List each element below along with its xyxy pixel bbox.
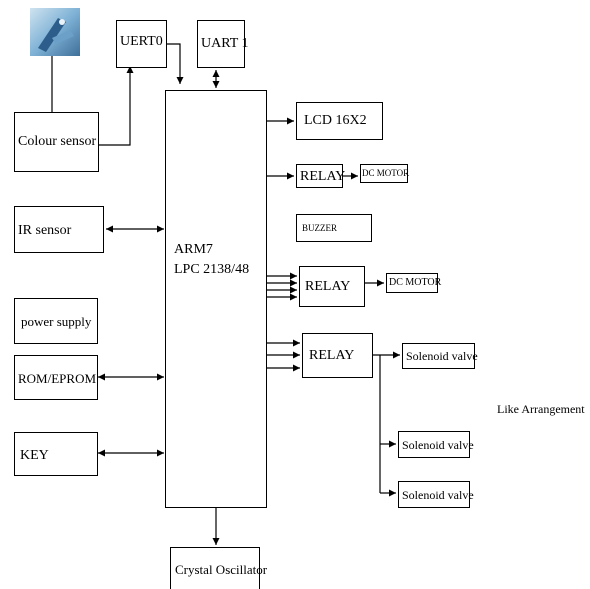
- relay2-label: RELAY: [305, 279, 351, 294]
- buzzer-block: BUZZER: [296, 214, 372, 242]
- solenoid-valve2-label: Solenoid valve: [402, 438, 474, 452]
- colour-sensor-photo: [30, 8, 80, 56]
- power-supply-label: power supply: [21, 314, 92, 329]
- uert0-block: UERT0: [116, 20, 167, 68]
- relay1-label: RELAY: [300, 169, 346, 184]
- solenoid-valve3-block: Solenoid valve: [398, 481, 474, 508]
- crystal-oscillator-block: Crystal Oscillator: [170, 547, 267, 589]
- arm7-controller-block: ARM7 LPC 2138/48: [165, 90, 267, 508]
- dc-motor1-label: DC MOTOR: [362, 168, 410, 178]
- solenoid-valve2-block: Solenoid valve: [398, 431, 474, 458]
- relay1-block: RELAY: [296, 164, 346, 188]
- crystal-oscillator-label: Crystal Oscillator: [175, 562, 268, 577]
- rom-eprom-block: ROM/EPROM: [14, 355, 98, 400]
- mcu-label-line1: ARM7: [174, 242, 213, 257]
- lcd-label: LCD 16X2: [304, 113, 367, 128]
- dc-motor1-block: DC MOTOR: [360, 164, 410, 183]
- ir-sensor-block: IR sensor: [14, 206, 104, 253]
- relay3-label: RELAY: [309, 348, 355, 363]
- solenoid-valve1-block: Solenoid valve: [402, 343, 478, 369]
- dc-motor2-block: DC MOTOR: [386, 273, 442, 293]
- key-label: KEY: [20, 448, 49, 463]
- colour-sensor-block: Colour sensor: [14, 112, 99, 172]
- uart1-block: UART 1: [197, 20, 249, 68]
- relay3-block: RELAY: [302, 333, 373, 378]
- rom-eprom-label: ROM/EPROM: [18, 371, 97, 386]
- solenoid-valve3-label: Solenoid valve: [402, 488, 474, 502]
- uart1-label: UART 1: [201, 36, 249, 51]
- buzzer-label: BUZZER: [302, 223, 337, 233]
- ir-sensor-label: IR sensor: [18, 223, 72, 238]
- solenoid-valve1-label: Solenoid valve: [406, 349, 478, 363]
- uert0-label: UERT0: [120, 34, 163, 49]
- power-supply-block: power supply: [14, 298, 98, 344]
- relay2-block: RELAY: [299, 266, 365, 307]
- colour-sensor-label: Colour sensor: [18, 134, 97, 149]
- like-arrangement-note: Like Arrangement: [497, 402, 585, 416]
- mcu-label-line2: LPC 2138/48: [174, 262, 250, 277]
- lcd-block: LCD 16X2: [296, 102, 383, 140]
- key-block: KEY: [14, 432, 98, 476]
- dc-motor2-label: DC MOTOR: [389, 277, 442, 288]
